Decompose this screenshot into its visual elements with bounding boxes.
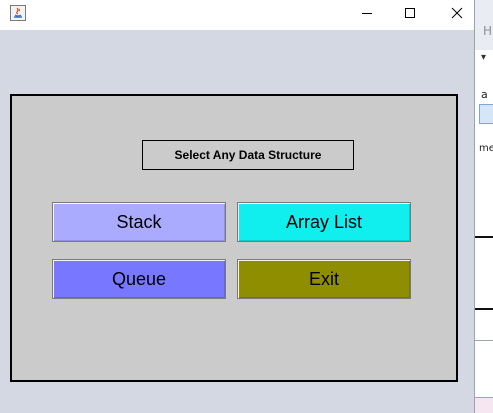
array-list-button[interactable]: Array List: [237, 202, 411, 242]
close-icon: [451, 7, 463, 19]
main-panel: Select Any Data Structure Stack Array Li…: [10, 94, 458, 382]
panel-heading: Select Any Data Structure: [142, 140, 354, 170]
background-app-divider: [475, 340, 493, 341]
stack-button[interactable]: Stack: [52, 202, 226, 242]
app-window: Select Any Data Structure Stack Array Li…: [0, 0, 474, 413]
exit-button[interactable]: Exit: [237, 259, 411, 299]
background-app-strip: [475, 397, 493, 413]
minimize-button[interactable]: [344, 0, 390, 26]
title-bar[interactable]: [0, 0, 474, 30]
queue-button[interactable]: Queue: [52, 259, 226, 299]
close-button[interactable]: [434, 0, 480, 26]
background-app-label-me: me: [479, 143, 493, 154]
background-app-line: [475, 236, 493, 238]
background-app-window: H ▾ a me: [474, 0, 493, 413]
background-app-label-a: a: [481, 88, 488, 101]
minimize-icon: [362, 13, 372, 14]
background-app-toolbar: [475, 0, 493, 50]
window-content: Select Any Data Structure Stack Array Li…: [0, 30, 474, 413]
pointer-tool-icon[interactable]: [479, 104, 493, 124]
background-app-header-letter: H: [483, 24, 493, 38]
chevron-down-icon[interactable]: ▾: [481, 52, 487, 63]
java-app-icon: [10, 5, 26, 21]
maximize-icon: [405, 8, 415, 18]
maximize-button[interactable]: [387, 0, 433, 26]
background-app-line: [475, 308, 493, 310]
